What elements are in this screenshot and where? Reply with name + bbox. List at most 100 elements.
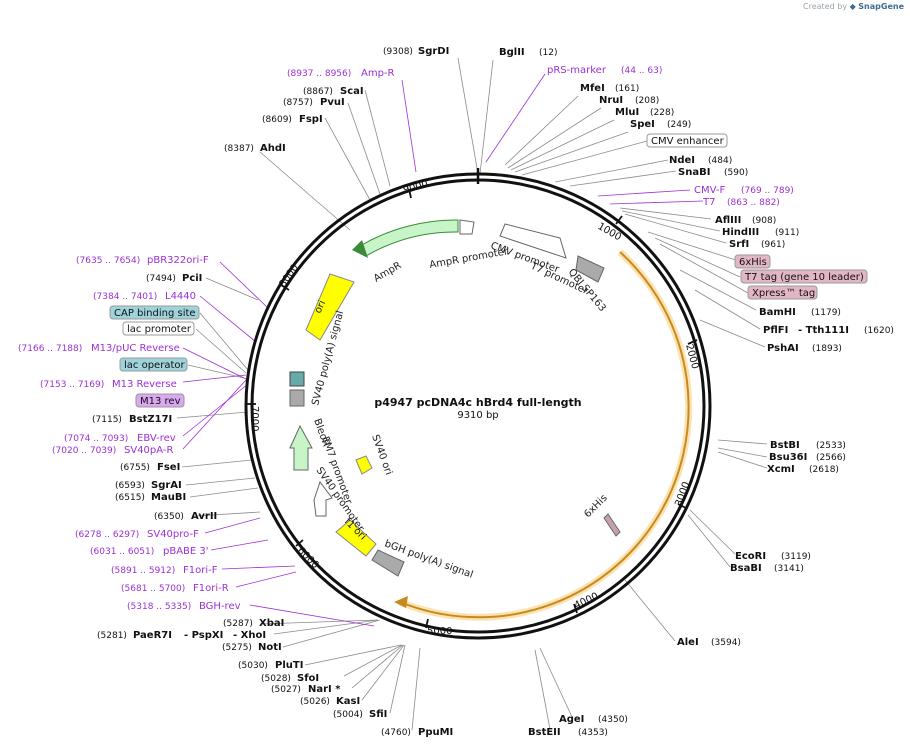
ampr-r-name: Amp-R	[361, 68, 395, 79]
bamhi-name: BamHI	[759, 307, 796, 318]
cap-label: CAP binding site	[114, 308, 196, 319]
fspi-pos: (8609)	[262, 115, 292, 125]
hindiii-pos: (911)	[775, 228, 799, 238]
mlui-pos: (228)	[650, 108, 674, 118]
tick-5000: 5000	[427, 626, 452, 637]
pbabe-pos: (6031 .. 6051)	[90, 547, 154, 557]
tth111i-name: - Tth111I	[798, 325, 849, 336]
bghrev-name: BGH-rev	[199, 601, 241, 612]
snabi-name: SnaBI	[678, 167, 710, 178]
xbai-name: XbaI	[259, 618, 284, 629]
lac-promoter-box	[122, 321, 195, 336]
ahdi-name: AhdI	[260, 143, 286, 154]
ecori-pos: (3119)	[781, 552, 811, 562]
label-bleor: BleoR	[311, 417, 331, 448]
sfii-pos: (5004)	[333, 710, 363, 720]
m13puc-pos: (7166 .. 7188)	[18, 344, 82, 354]
ruler-ticks	[247, 188, 698, 629]
sv40pa-pos: (7020 .. 7039)	[52, 446, 116, 456]
alei-pos: (3594)	[711, 638, 741, 648]
cap-box	[109, 305, 200, 320]
noti-pos: (5275)	[222, 643, 252, 653]
kasi-pos: (5026)	[300, 697, 330, 707]
sgrai-pos: (6593)	[115, 481, 145, 491]
primer-leader-lines	[182, 73, 704, 627]
credit-prefix: Created by	[803, 2, 848, 11]
fsei-pos: (6755)	[120, 463, 150, 473]
f1r-name: F1ori-R	[193, 583, 229, 594]
snabi-pos: (590)	[724, 168, 748, 178]
l4440-name: L4440	[165, 291, 196, 302]
qbi-feature	[575, 255, 605, 283]
leader-lines	[176, 57, 768, 731]
bsu36i-pos: (2566)	[816, 453, 846, 463]
nari-name: NarI *	[308, 684, 341, 695]
xcmi-name: XcmI	[767, 464, 795, 475]
sfoi-name: SfoI	[297, 673, 319, 684]
bsteii-pos: (4353)	[578, 728, 608, 738]
ndei-name: NdeI	[669, 155, 695, 166]
paer7i-name: PaeR7I	[133, 630, 172, 641]
m13-rev-box	[135, 393, 185, 408]
fspi-name: FspI	[299, 114, 323, 125]
sixhis-box	[734, 254, 771, 269]
label-ampr: AmpR	[372, 260, 403, 284]
sixhis-box-label: 6xHis	[739, 257, 767, 268]
ampr-promoter-feature	[459, 219, 475, 235]
spei-name: SpeI	[630, 119, 655, 130]
ahdi-pos: (8387)	[224, 144, 254, 154]
pspxi-name: - PspXI	[184, 630, 223, 641]
pluti-pos: (5030)	[238, 661, 268, 671]
sgrdi-name: SgrDI	[418, 46, 449, 57]
srfi-name: SrfI	[729, 239, 749, 250]
bstz17i-pos: (7115)	[92, 415, 122, 425]
xhoi-name: - XhoI	[233, 630, 266, 641]
alei-name: AleI	[677, 637, 699, 648]
pbabe-name: pBABE 3'	[163, 546, 209, 557]
f1f-pos: (5891 .. 5912)	[111, 566, 175, 576]
maubi-pos: (6515)	[115, 493, 145, 503]
sv40-promoter-feature	[313, 480, 333, 517]
ppumi-pos: (4760)	[381, 728, 411, 738]
f1r-pos: (5681 .. 5700)	[121, 584, 185, 594]
noti-name: NotI	[258, 642, 282, 653]
afliii-pos: (908)	[752, 216, 776, 226]
cmvf-pos: (769 .. 789)	[741, 186, 794, 196]
xcmi-pos: (2618)	[809, 465, 839, 475]
ampr-arrow-icon	[352, 240, 368, 258]
cmvf-name: CMV-F	[694, 185, 725, 196]
bsabi-pos: (3141)	[774, 564, 804, 574]
prs-name: pRS-marker	[547, 65, 607, 76]
xbai-pos: (5287)	[223, 619, 253, 629]
pshai-pos: (1893)	[812, 344, 842, 354]
xpress-label: Xpress™ tag	[752, 288, 815, 299]
kasi-name: KasI	[336, 696, 360, 707]
sv40pro-pos: (6278 .. 6297)	[75, 530, 139, 540]
ppumi-name: PpuMI	[418, 727, 453, 738]
bghrev-pos: (5318 .. 5335)	[127, 602, 191, 612]
ebv-pos: (7074 .. 7093)	[64, 434, 128, 444]
m13r-name: M13 Reverse	[112, 379, 177, 390]
sgrai-name: SgrAI	[151, 480, 182, 491]
insert-arrow-head	[394, 596, 408, 608]
m13puc-name: M13/pUC Reverse	[91, 343, 180, 354]
maubi-name: MauBI	[151, 492, 186, 503]
bglii-pos: (12)	[539, 48, 557, 58]
lac-region-feature	[289, 371, 305, 387]
lac-operator-label: lac operator	[124, 360, 185, 371]
sfii-name: SfiI	[369, 709, 387, 720]
sv40pro-name: SV40pro-F	[147, 529, 199, 540]
t7-tag-box	[740, 269, 868, 284]
scai-pos: (8867)	[303, 87, 333, 97]
t7-primer-pos: (863 .. 882)	[727, 198, 780, 208]
credit-brand: SnapGene	[858, 2, 904, 11]
mlui-name: MluI	[615, 107, 639, 118]
avrii-name: AvrII	[191, 511, 217, 522]
feature-boxes: CMV enhancer 6xHis T7 tag (gene 10 leade…	[109, 133, 868, 408]
tick-6000: 6000	[295, 545, 321, 571]
afliii-name: AflIII	[715, 215, 741, 226]
pvui-pos: (8757)	[283, 98, 313, 108]
sv40-polya-feature	[289, 389, 305, 407]
sites-top-right: (9308) SgrDI BglII (12) MfeI (161) NruI …	[383, 46, 894, 738]
